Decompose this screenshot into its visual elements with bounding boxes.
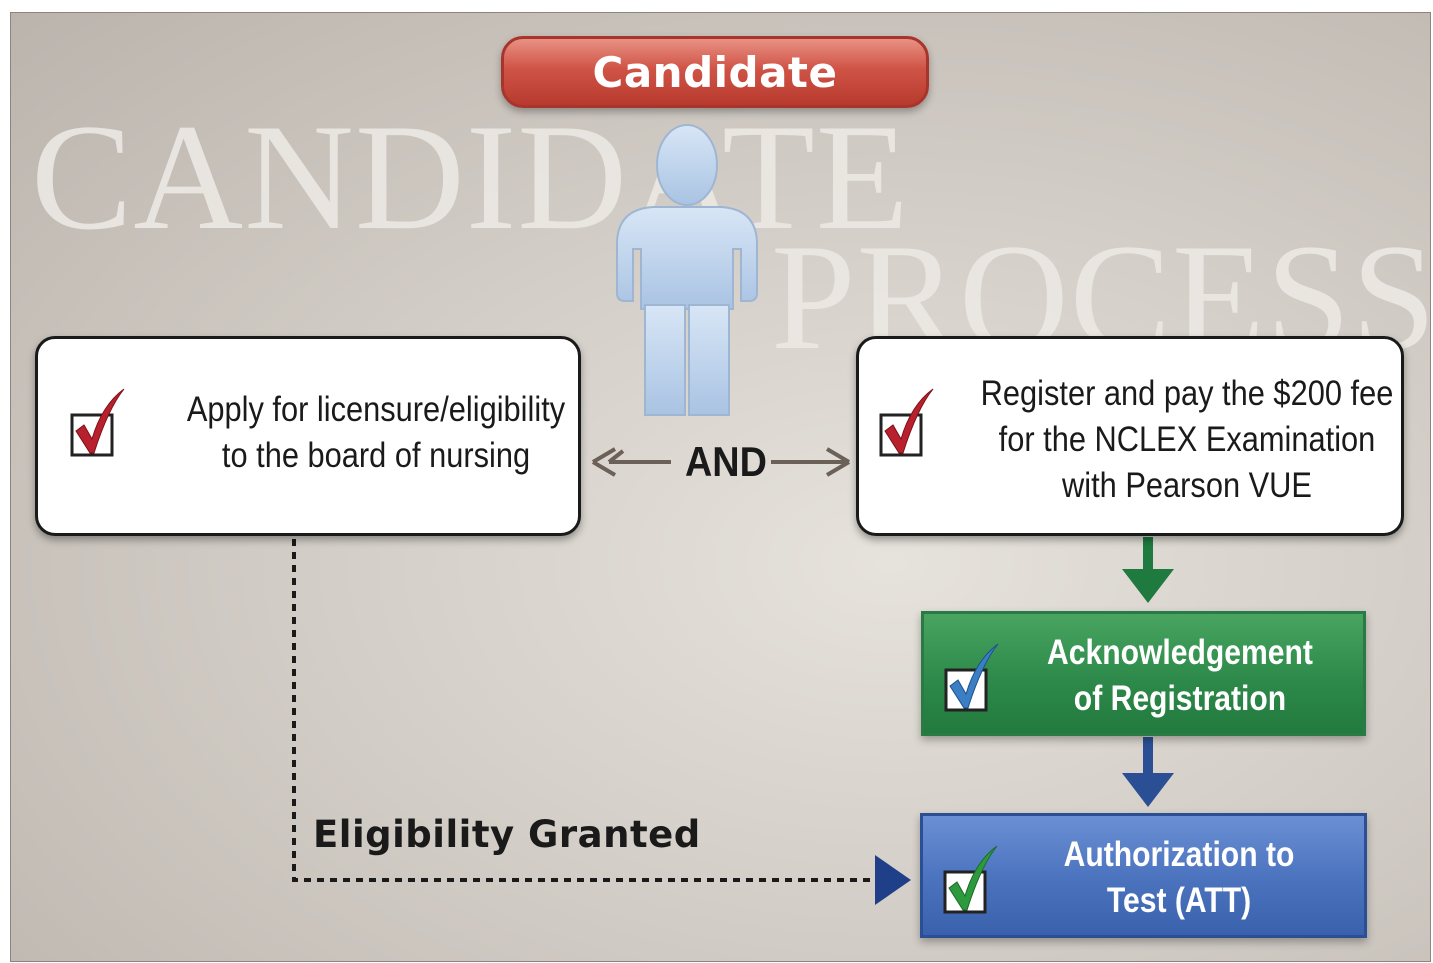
candidate-header: Candidate (501, 36, 929, 108)
acknowledgement-box: Acknowledgement of Registration (921, 611, 1366, 736)
eligibility-dotted-path (292, 539, 911, 905)
authorization-box: Authorization to Test (ATT) (920, 813, 1367, 938)
checkbox-check-icon (879, 388, 934, 457)
watermark-candidate: CANDIDATE (31, 93, 910, 261)
diagram-canvas: CANDIDATE PROCESS (10, 12, 1431, 962)
and-arrow-left (591, 447, 671, 477)
checkbox-check-icon (944, 643, 999, 712)
and-label: AND (685, 438, 767, 485)
checkbox-check-icon (70, 388, 125, 457)
apply-licensure-box: Apply for licensure/eligibility to the b… (35, 336, 581, 536)
checkbox-check-icon (943, 845, 998, 914)
register-pay-text: Register and pay the $200 fee for the NC… (980, 374, 1394, 505)
blue-down-arrow (1122, 737, 1174, 807)
acknowledgement-text: Acknowledgement of Registration (1047, 633, 1313, 718)
connector-layer (292, 124, 1174, 905)
and-arrow-right (771, 447, 851, 477)
eligibility-granted-label: Eligibility Granted (313, 813, 701, 856)
register-pay-box: Register and pay the $200 fee for the NC… (856, 336, 1404, 536)
green-down-arrow (1122, 537, 1174, 603)
person-icon (616, 124, 758, 416)
authorization-text: Authorization to Test (ATT) (1063, 835, 1295, 920)
apply-licensure-text: Apply for licensure/eligibility to the b… (186, 390, 566, 475)
